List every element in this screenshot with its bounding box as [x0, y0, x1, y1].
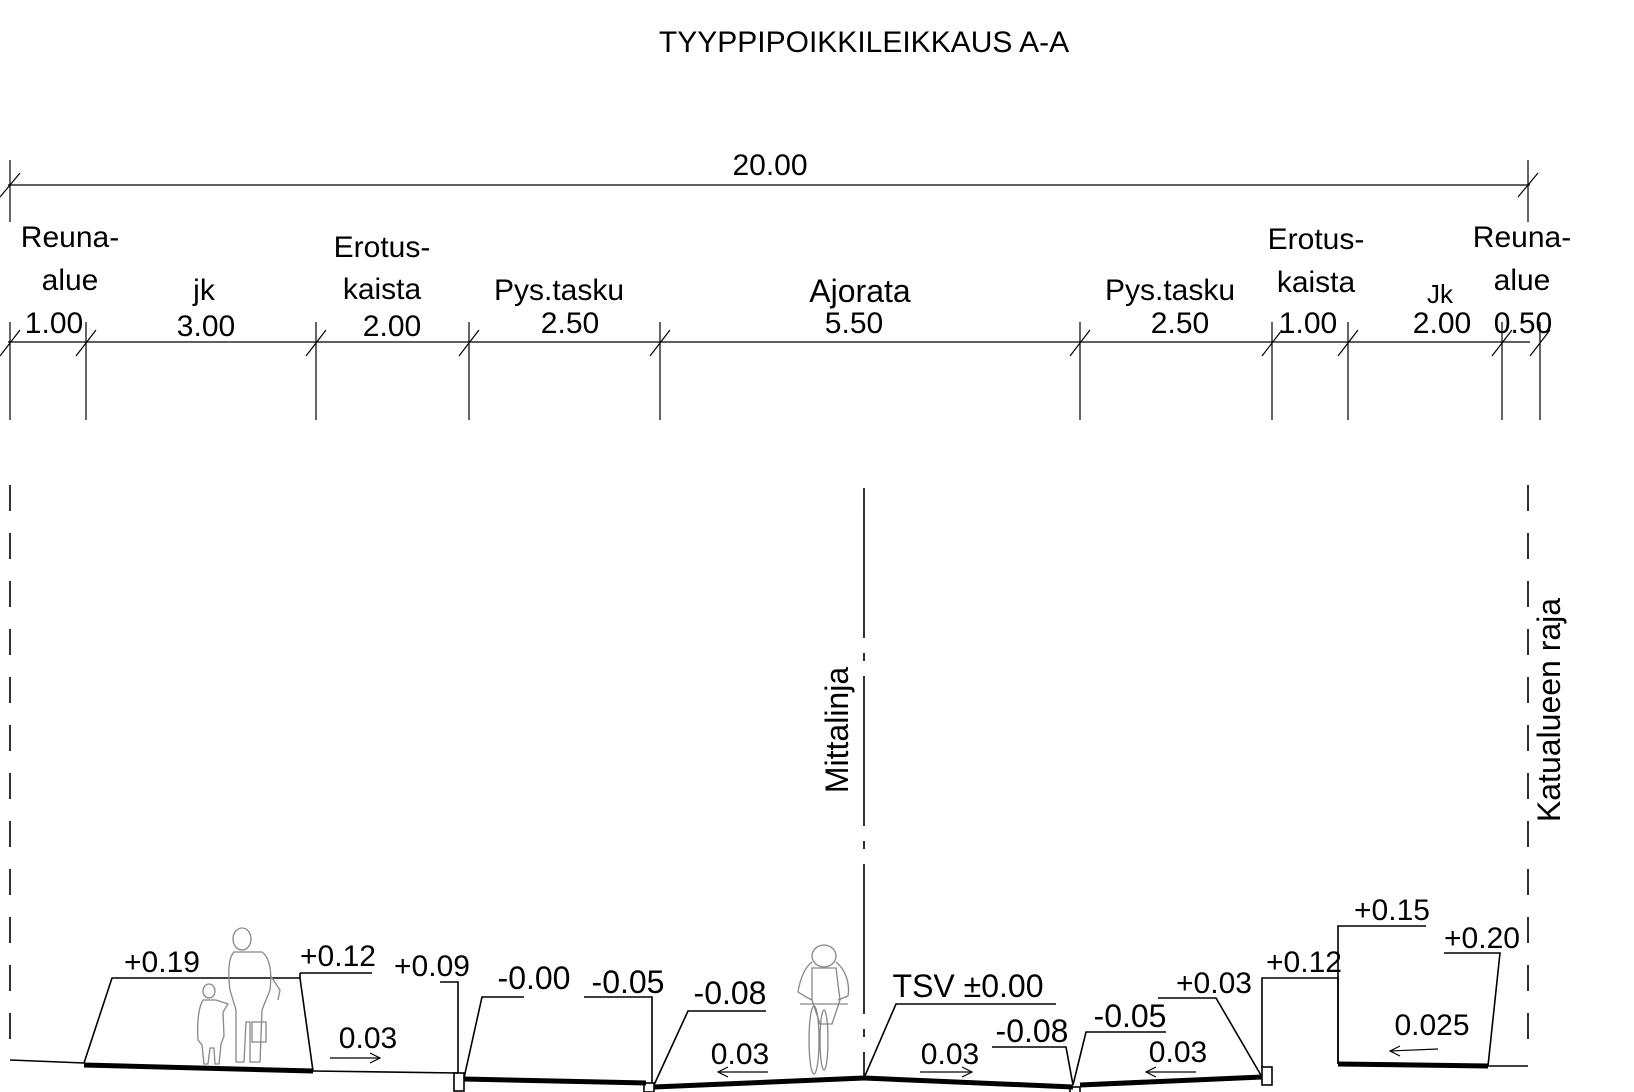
- section-width-erotuskaista-left: 2.00: [363, 310, 421, 343]
- slope-arrow: [920, 1066, 974, 1078]
- slope-label: 0.03: [921, 1038, 979, 1071]
- dimension-tick: [1337, 329, 1359, 357]
- cyclist-icon: [797, 944, 850, 1075]
- section-width-jk-right: 2.00: [1413, 307, 1471, 340]
- elevation-labels: +0.19 +0.12 +0.09 -0.00 -0.05 -0.08 TSV …: [124, 894, 1520, 1049]
- section-erotuskaista-left-line2: kaista: [343, 273, 422, 306]
- dimension-tick: [649, 329, 671, 357]
- section-pystasku-left: Pys.tasku: [494, 274, 624, 307]
- section-width-reuna-alue-left: 1.00: [25, 307, 83, 340]
- slope-labels: 0.03 0.03 0.03 0.03 0.025: [330, 1009, 1470, 1078]
- elevation-label-tsv: TSV ±0.00: [893, 968, 1044, 1004]
- section-erotuskaista-right-line2: kaista: [1277, 266, 1356, 299]
- dimension-tick: [75, 329, 97, 357]
- elevation-label: -0.05: [592, 964, 665, 1000]
- slope-arrow: [716, 1066, 768, 1078]
- section-width-ajorata: 5.50: [825, 307, 883, 340]
- slope-label: 0.03: [711, 1038, 769, 1071]
- section-ajorata: Ajorata: [809, 273, 911, 309]
- section-reuna-alue-left-line1: Reuna-: [21, 221, 119, 254]
- dimension-tick: [1261, 329, 1283, 357]
- dimension-tick: [1069, 329, 1091, 357]
- section-width-pystasku-left: 2.50: [541, 307, 599, 340]
- slope-arrow: [1388, 1045, 1439, 1057]
- dimension-tick: [1491, 329, 1513, 357]
- section-width-reuna-alue-right: 0.50: [1494, 307, 1552, 340]
- slope-arrow: [330, 1052, 382, 1064]
- elevation-label: +0.19: [124, 946, 200, 979]
- section-jk-left: jk: [192, 274, 216, 307]
- slope-label: 0.03: [1149, 1036, 1207, 1069]
- elevation-label: +0.12: [300, 940, 376, 973]
- section-width-erotuskaista-right: 1.00: [1279, 307, 1337, 340]
- slope-label: 0.03: [339, 1022, 397, 1055]
- centerline-label: Mittalinja: [819, 667, 855, 793]
- elevation-label: +0.09: [394, 950, 470, 983]
- elevation-label: -0.08: [996, 1013, 1069, 1049]
- elevation-label: -0.05: [1094, 998, 1167, 1034]
- elevation-label: +0.15: [1354, 894, 1430, 927]
- slope-arrow: [1144, 1066, 1196, 1078]
- section-erotuskaista-right-line1: Erotus-: [1268, 223, 1365, 256]
- section-jk-right: Jk: [1427, 279, 1454, 309]
- surface-profile: [9, 925, 1528, 1092]
- section-erotuskaista-left-line1: Erotus-: [334, 231, 431, 264]
- dimension-tick: [0, 329, 21, 357]
- section-reuna-alue-left-line2: alue: [42, 264, 99, 297]
- slope-label: 0.025: [1394, 1009, 1469, 1042]
- pedestrian-adult-child-icon: [197, 927, 281, 1065]
- section-dimension-line: [0, 322, 1551, 420]
- dimension-tick: [1529, 329, 1551, 357]
- elevation-label: -0.08: [694, 975, 767, 1011]
- dimension-tick: [458, 329, 480, 357]
- total-dimension: 20.00: [0, 149, 1539, 222]
- boundary-label: Katualueen raja: [1531, 598, 1567, 822]
- section-width-pystasku-right: 2.50: [1151, 307, 1209, 340]
- section-labels: Reuna- alue 1.00 jk 3.00 Erotus- kaista …: [21, 221, 1571, 343]
- total-width-label: 20.00: [732, 149, 807, 182]
- section-pystasku-right: Pys.tasku: [1105, 274, 1235, 307]
- elevation-label: +0.12: [1266, 946, 1342, 979]
- elevation-label: -0.00: [498, 960, 571, 996]
- dimension-tick: [305, 329, 327, 357]
- drawing-title: TYYPPIPOIKKILEIKKAUS A-A: [659, 26, 1069, 59]
- section-width-jk-left: 3.00: [177, 310, 235, 343]
- elevation-label: +0.20: [1444, 922, 1520, 955]
- elevation-label: +0.03: [1176, 967, 1252, 1000]
- section-reuna-alue-right-line2: alue: [1494, 264, 1551, 297]
- section-reuna-alue-right-line1: Reuna-: [1473, 221, 1571, 254]
